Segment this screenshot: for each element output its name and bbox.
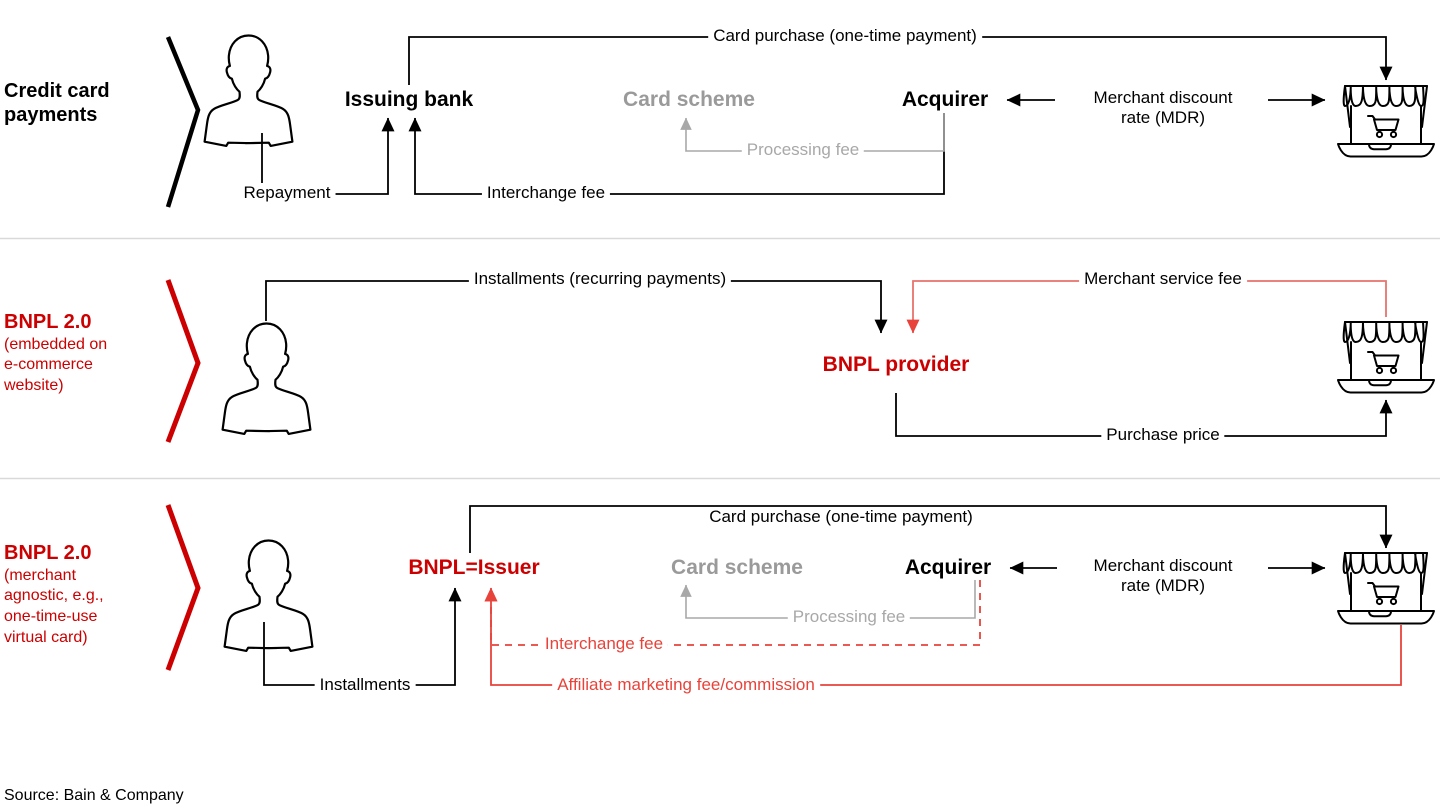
shop-icon-row1	[1337, 85, 1435, 158]
flow-r3-installments	[263, 587, 462, 686]
row-subtitle-bnpl3-line2: agnostic, e.g.,	[4, 587, 104, 605]
flow-label-processing-fee-row1: Processing fee	[741, 140, 865, 161]
flow-label-repayment-row1: Repayment	[238, 183, 336, 204]
node-acquirer-row1[interactable]: Acquirer	[901, 88, 989, 111]
row-title-bnpl3-main: BNPL 2.0	[4, 542, 92, 564]
flow-label-mdr-row1-line2: rate (MDR)	[1120, 108, 1206, 128]
flow-r3-affiliate	[484, 587, 1402, 686]
row-subtitle-bnpl2-line3: website)	[4, 377, 64, 395]
flow-label-processing-fee-row3: Processing fee	[787, 607, 911, 628]
consumer-icon-row2	[221, 322, 312, 435]
row-title-line-2: payments	[4, 103, 98, 126]
flow-label-purchase-price: Purchase price	[1101, 425, 1225, 446]
row1-bracket	[165, 36, 201, 208]
flow-r3-card-purchase	[469, 505, 1393, 553]
flow-label-card-purchase-row1: Card purchase (one-time payment)	[708, 26, 982, 47]
node-acquirer-row3[interactable]: Acquirer	[904, 556, 992, 579]
flow-label-mdr-row1-line1: Merchant discount	[1093, 88, 1233, 107]
row2-bracket	[165, 279, 201, 443]
flow-label-interchange-fee-row3: Interchange fee	[539, 634, 669, 655]
node-card-scheme-row1[interactable]: Card scheme	[623, 88, 755, 111]
row-subtitle-bnpl3-line3: one-time-use	[4, 608, 98, 626]
consumer-icon-row3	[223, 539, 314, 652]
flow-label-mdr-row3-line2: rate (MDR)	[1120, 576, 1206, 596]
flow-r3-interchange	[484, 580, 981, 646]
row-title-bnpl2-main: BNPL 2.0	[4, 311, 92, 333]
flow-label-merchant-service-fee: Merchant service fee	[1079, 269, 1247, 290]
node-card-scheme-row3[interactable]: Card scheme	[671, 556, 803, 579]
row-title-bnpl-merchant-agnostic: BNPL 2.0 (merchant agnostic, e.g., one-t…	[4, 542, 104, 649]
flow-label-mdr-row3-line1: Merchant discount	[1093, 556, 1233, 575]
row-subtitle-bnpl3-line4: virtual card)	[4, 628, 88, 646]
flow-label-card-purchase-row3: Card purchase (one-time payment)	[704, 507, 978, 528]
flow-label-mdr-row3: Merchant discount rate (MDR)	[1094, 556, 1233, 596]
row-title-line-1: Credit card	[4, 80, 110, 102]
row3-bracket	[165, 504, 201, 671]
flow-label-installments-row3: Installments	[314, 675, 416, 696]
flow-label-installments-row2: Installments (recurring payments)	[468, 269, 732, 290]
shop-icon-row3	[1337, 552, 1435, 625]
row-subtitle-bnpl2-line2: e-commerce	[4, 356, 93, 374]
consumer-icon-row1	[203, 34, 294, 147]
node-issuing-bank[interactable]: Issuing bank	[344, 88, 474, 111]
row-subtitle-bnpl3-line1: (merchant	[4, 566, 77, 584]
flow-label-interchange-fee-row1: Interchange fee	[481, 183, 611, 204]
row-title-credit-card: Credit card payments	[4, 80, 110, 127]
shop-icon-row2	[1337, 321, 1435, 394]
row-subtitle-bnpl2-line1: (embedded on	[4, 335, 108, 353]
flow-r1-interchange	[408, 113, 945, 195]
row-title-bnpl-embedded: BNPL 2.0 (embedded on e-commerce website…	[4, 311, 107, 397]
node-bnpl-issuer[interactable]: BNPL=Issuer	[408, 556, 540, 579]
source-note: Source: Bain & Company	[4, 787, 184, 804]
node-bnpl-provider[interactable]: BNPL provider	[822, 353, 970, 376]
flow-label-mdr-row1: Merchant discount rate (MDR)	[1094, 88, 1233, 128]
flow-label-affiliate-fee: Affiliate marketing fee/commission	[552, 675, 820, 696]
